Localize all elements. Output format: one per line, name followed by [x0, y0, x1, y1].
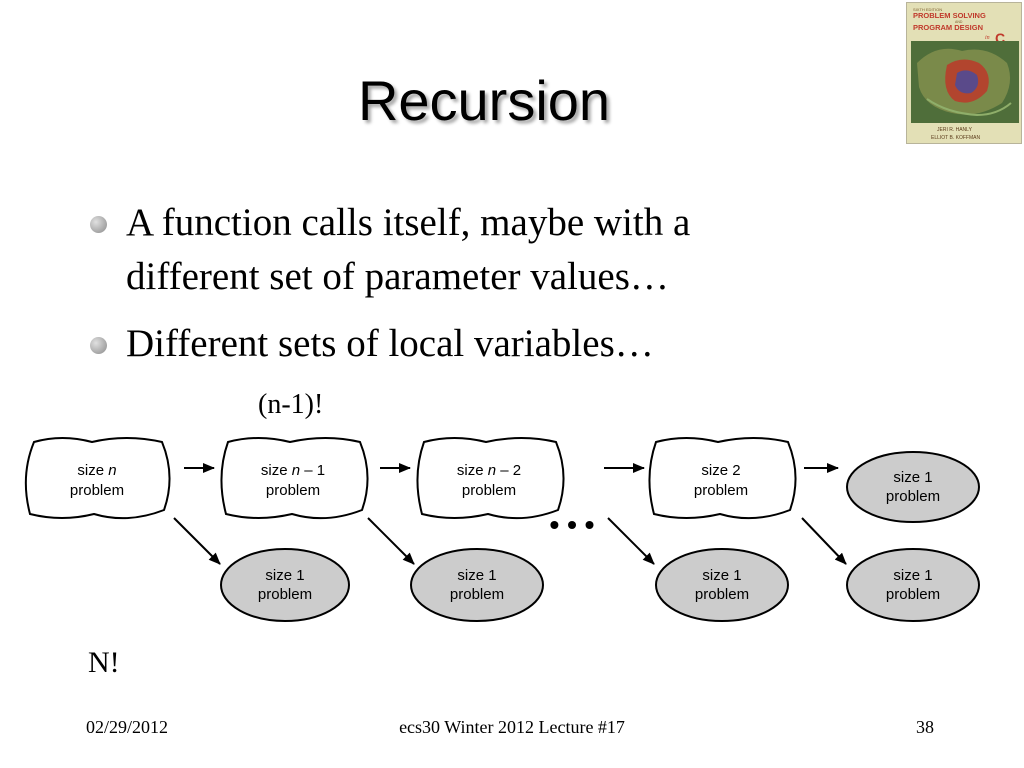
problem-node-size-1-bottom: size 1 problem: [410, 548, 544, 622]
book-title-c: C: [995, 30, 1005, 46]
book-edition: SIXTH EDITION: [913, 7, 942, 12]
book-title-in: in: [985, 35, 990, 41]
problem-node-size-1-bottom: size 1 problem: [655, 548, 789, 622]
node-size-label: size 1: [702, 567, 741, 584]
book-author1: JERI R. HANLY: [937, 127, 973, 133]
annotation-n-minus-1-factorial: (n-1)!: [258, 389, 324, 420]
problem-node-size-n: size n problem: [24, 437, 171, 520]
book-title-line1: PROBLEM SOLVING: [913, 11, 986, 20]
bullet-item: A function calls itself, maybe with a di…: [90, 196, 810, 304]
problem-node-size-n-minus-2: size n – 2 problem: [416, 437, 565, 520]
problem-node-size-1-bottom: size 1 problem: [220, 548, 350, 622]
arrow-diagonal: [367, 517, 415, 565]
recursion-diagram: size n problem size n – 1 problem size n…: [24, 437, 980, 622]
annotation-n-factorial: N!: [88, 646, 120, 679]
book-author2: ELLIOT B. KOFFMAN: [931, 135, 980, 141]
slide-title: Recursion: [357, 69, 611, 132]
bullet-item: Different sets of local variables…: [90, 317, 810, 371]
bullet-text: A function calls itself, maybe with a di…: [126, 201, 691, 298]
node-problem-label: problem: [886, 488, 940, 505]
bullet-dot-icon: [90, 337, 107, 354]
node-size-label: size n – 2: [457, 462, 521, 479]
arrow-diagonal: [607, 517, 655, 565]
node-problem-label: problem: [462, 482, 516, 499]
book-cover-image: SIXTH EDITION PROBLEM SOLVING AND PROGRA…: [906, 2, 1022, 144]
footer-date: 02/29/2012: [86, 717, 169, 737]
node-problem-label: problem: [70, 482, 124, 499]
node-size-label: size n: [77, 462, 116, 479]
node-size-label: size n – 1: [261, 462, 325, 479]
arrow-diagonal: [801, 517, 847, 565]
footer-course: ecs30 Winter 2012 Lecture #17: [399, 717, 625, 737]
problem-node-size-1-top: size 1 problem: [846, 451, 980, 523]
bullet-text: Different sets of local variables…: [126, 322, 654, 365]
problem-node-size-n-minus-1: size n – 1 problem: [220, 437, 369, 520]
node-problem-label: problem: [258, 586, 312, 603]
ellipsis-dots: • • •: [550, 509, 595, 540]
node-problem-label: problem: [694, 482, 748, 499]
book-title-and: AND: [955, 20, 963, 24]
node-problem-label: problem: [695, 586, 749, 603]
footer-page-number: 38: [916, 717, 934, 737]
node-size-label: size 2: [701, 462, 740, 479]
node-size-label: size 1: [893, 469, 932, 486]
arrow-diagonal: [173, 517, 221, 565]
problem-node-size-1-bottom: size 1 problem: [846, 548, 980, 622]
bullet-dot-icon: [90, 216, 107, 233]
node-size-label: size 1: [893, 567, 932, 584]
node-size-label: size 1: [265, 567, 304, 584]
node-problem-label: problem: [886, 586, 940, 603]
node-size-label: size 1: [457, 567, 496, 584]
book-title-line2: PROGRAM DESIGN: [913, 23, 983, 32]
node-problem-label: problem: [266, 482, 320, 499]
node-problem-label: problem: [450, 586, 504, 603]
problem-node-size-2: size 2 problem: [648, 437, 797, 520]
